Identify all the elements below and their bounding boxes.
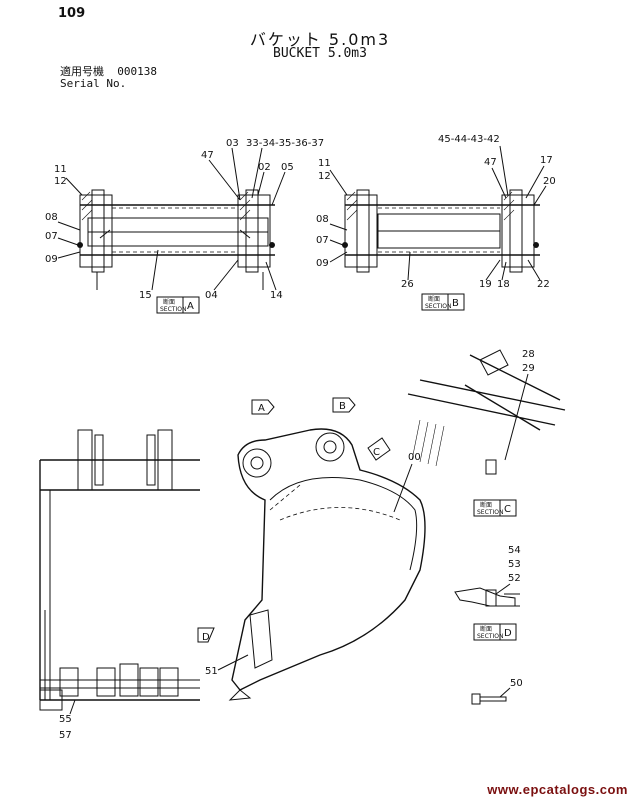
callout-47: 47: [201, 150, 214, 161]
callout-55: 55: [59, 714, 72, 725]
callout-09: 09: [316, 258, 329, 269]
callout-51: 51: [205, 666, 218, 677]
callout-47: 47: [484, 157, 497, 168]
callout-33-37: 33-34-35-36-37: [246, 138, 324, 149]
serial-value: 000138: [117, 65, 157, 78]
section-a-letter: A: [187, 301, 194, 312]
section-d-jp: 断面: [480, 625, 492, 633]
callout-52: 52: [508, 573, 521, 584]
callout-53: 53: [508, 559, 521, 570]
section-d-en: SECTION: [477, 633, 503, 640]
callout-50: 50: [510, 678, 523, 689]
section-d-callouts: 54 53 52: [495, 545, 521, 595]
callout-09: 09: [45, 254, 58, 265]
callout-11: 11: [318, 158, 331, 169]
section-d-letter: D: [504, 628, 512, 639]
callout-07: 07: [316, 235, 329, 246]
section-c-letter: C: [504, 504, 511, 515]
callout-18: 18: [497, 279, 510, 290]
callout-11: 11: [54, 164, 67, 175]
callout-28: 28: [522, 349, 535, 360]
bucket-side-view: [228, 428, 426, 701]
bolt-50: 50: [471, 678, 523, 705]
section-a-en: SECTION: [160, 306, 186, 313]
callout-08: 08: [316, 214, 329, 225]
view-markers: A B C D: [197, 397, 391, 643]
callout-03: 03: [226, 138, 239, 149]
serial-label-en: Serial No.: [60, 77, 127, 90]
section-b-label: 断面 SECTION B: [421, 293, 465, 311]
callout-19: 19: [479, 279, 492, 290]
callout-29: 29: [522, 363, 535, 374]
callout-05: 05: [281, 162, 294, 173]
section-a-drawing: [77, 189, 275, 290]
front-view-callouts: 55 57: [59, 699, 76, 741]
callout-15: 15: [139, 290, 152, 301]
section-a-callouts: 11 12 08 07 09 47 03 33-34-35-36-37 02 0…: [45, 138, 324, 301]
serial-block: 適用号機 000138 Serial No.: [60, 66, 157, 90]
bucket-front-view: [39, 429, 200, 711]
view-marker-b: B: [339, 401, 346, 412]
title-japanese: バケット 5.0m3: [249, 30, 391, 49]
section-b-en: SECTION: [425, 303, 451, 310]
section-c-label: 断面 SECTION C: [473, 499, 517, 517]
callout-04: 04: [205, 290, 218, 301]
section-d-label: 断面 SECTION D: [473, 623, 517, 641]
serial-label-jp: 適用号機: [60, 65, 104, 78]
callout-22: 22: [537, 279, 550, 290]
section-b-jp: 断面: [428, 295, 440, 303]
callout-57: 57: [59, 730, 72, 741]
callout-45-42: 45-44-43-42: [438, 134, 500, 145]
callout-08: 08: [45, 212, 58, 223]
watermark: www.epcatalogs.com: [487, 782, 628, 797]
callout-07: 07: [45, 231, 58, 242]
callout-54: 54: [508, 545, 521, 556]
section-c-jp: 断面: [480, 501, 492, 509]
callout-02: 02: [258, 162, 271, 173]
callout-12: 12: [54, 176, 67, 187]
section-c-en: SECTION: [477, 509, 503, 516]
view-marker-a: A: [258, 403, 265, 414]
callout-12: 12: [318, 171, 331, 182]
side-view-callouts: 00 51: [205, 452, 421, 677]
callout-14: 14: [270, 290, 283, 301]
title-english: BUCKET 5.0m3: [273, 46, 367, 61]
section-d-drawing: [454, 587, 520, 607]
callout-20: 20: [543, 176, 556, 187]
section-a-label: 断面 SECTION A: [156, 296, 200, 314]
page-number: 109: [58, 6, 86, 21]
section-a-jp: 断面: [163, 298, 175, 306]
section-c-drawing: [407, 349, 566, 475]
callout-17: 17: [540, 155, 553, 166]
section-b-letter: B: [452, 298, 459, 309]
view-marker-c: C: [373, 447, 380, 458]
callout-00: 00: [408, 452, 421, 463]
callout-26: 26: [401, 279, 414, 290]
section-b-drawing: [342, 189, 540, 273]
view-marker-d: D: [202, 632, 210, 643]
section-c-callouts: 28 29: [504, 349, 535, 461]
section-b-callouts: 45-44-43-42 11 12 08 07 09 47 17 20 26 1…: [316, 134, 556, 290]
